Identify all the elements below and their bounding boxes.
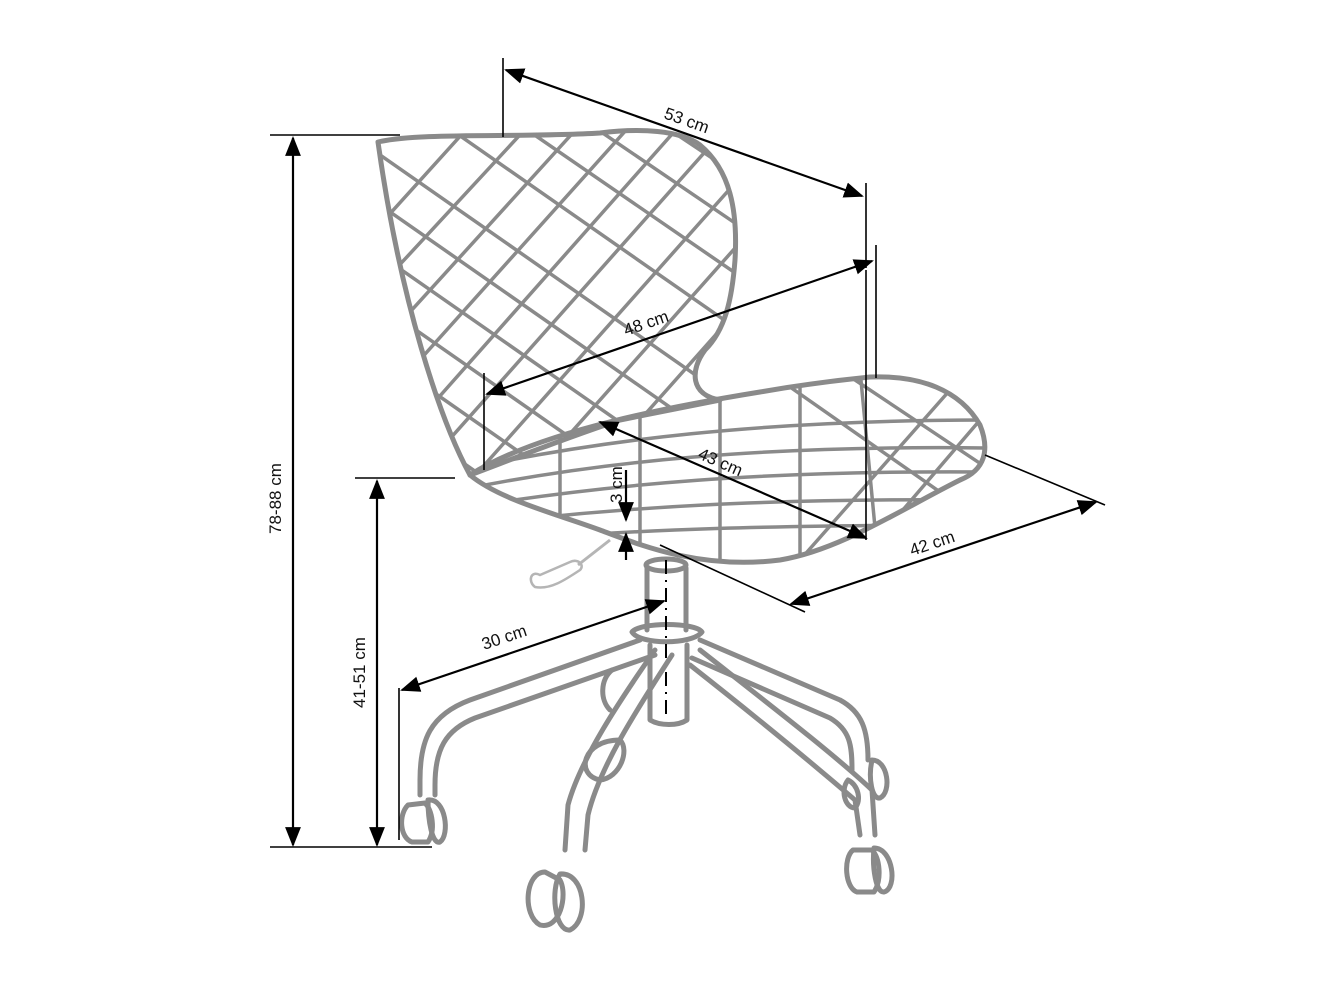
dimension-seat-height: 41-51 cm [350,477,455,847]
chair-illustration [375,128,988,933]
dimension-base-radius: 30 cm [398,599,666,840]
height-adjust-lever [529,538,611,589]
label-seat-width: 42 cm [907,527,957,560]
label-seat-thickness: 3 cm [607,466,626,503]
label-seat-height: 41-51 cm [350,637,369,708]
castor-front-left [399,797,448,845]
label-overall-height: 78-88 cm [266,463,285,534]
castor-front-center [525,869,585,933]
label-backrest-width: 48 cm [621,307,671,340]
castor-back-right [841,757,890,811]
dimension-overall-height: 78-88 cm [266,134,432,848]
castor-front-right [844,845,895,895]
backrest [375,128,739,478]
dimension-seat-thickness: 3 cm [607,466,634,560]
